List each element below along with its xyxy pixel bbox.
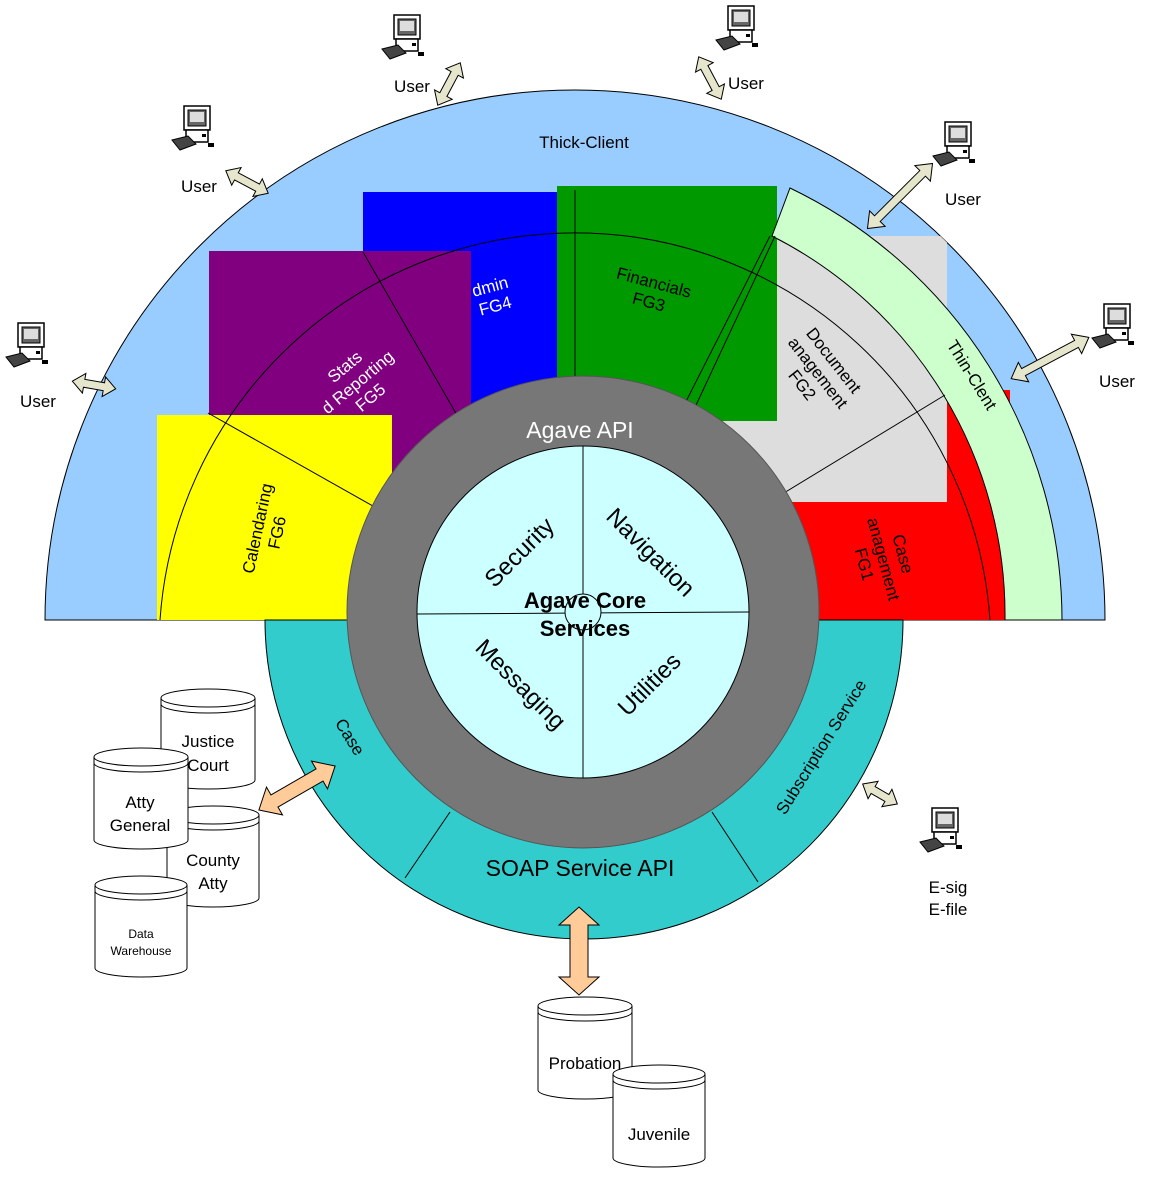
svg-text:Data: Data xyxy=(128,927,154,941)
svg-text:Court: Court xyxy=(187,756,229,775)
svg-text:County: County xyxy=(186,851,240,870)
thick-client-label: Thick-Client xyxy=(539,133,629,152)
efile-arrow xyxy=(862,780,898,808)
agave-api-label: Agave API xyxy=(526,417,633,443)
function-groups xyxy=(157,186,1010,620)
user-arrow-4 xyxy=(71,372,117,398)
user-arrows xyxy=(71,56,1090,808)
db-county-atty: County Atty xyxy=(166,805,260,908)
user-4[interactable]: User xyxy=(5,322,56,411)
svg-text:Justice: Justice xyxy=(182,732,235,751)
user-arrow-2 xyxy=(694,56,726,100)
bottom-db-arrow xyxy=(557,906,601,996)
svg-text:User: User xyxy=(728,74,764,93)
thin-client-band xyxy=(771,187,1063,621)
user-arrow-3 xyxy=(225,166,269,198)
user-6[interactable]: User xyxy=(1091,303,1135,391)
db-data-warehouse: Data Warehouse xyxy=(94,875,188,978)
svg-text:User: User xyxy=(945,190,981,209)
computer-icon xyxy=(715,5,759,51)
svg-text:E-file: E-file xyxy=(929,900,968,919)
user-5[interactable]: User xyxy=(932,121,981,209)
svg-text:User: User xyxy=(181,177,217,196)
user-arrow-5 xyxy=(866,162,934,230)
computer-icon xyxy=(381,14,425,60)
svg-text:User: User xyxy=(1099,372,1135,391)
computer-icon xyxy=(919,807,963,853)
svg-text:E-sig: E-sig xyxy=(929,878,968,897)
svg-text:Atty: Atty xyxy=(198,874,228,893)
computer-icon xyxy=(5,322,49,368)
soap-service-api-label: SOAP Service API xyxy=(486,855,675,881)
computer-icon xyxy=(1091,303,1135,349)
user-arrow-1 xyxy=(433,62,465,106)
db-juvenile: Juvenile xyxy=(612,1064,706,1168)
user-1[interactable]: User xyxy=(381,14,430,96)
db-probation: Probation xyxy=(537,996,633,1100)
user-arrow-6 xyxy=(1010,333,1090,383)
svg-text:Juvenile: Juvenile xyxy=(628,1125,690,1144)
efile-user[interactable]: E-sig E-file xyxy=(919,807,968,919)
svg-text:Atty: Atty xyxy=(125,793,155,812)
svg-text:User: User xyxy=(20,392,56,411)
computer-icon xyxy=(171,105,215,151)
svg-text:Warehouse: Warehouse xyxy=(111,944,172,958)
user-2[interactable]: User xyxy=(715,5,764,93)
db-atty-general: Atty General xyxy=(93,747,189,850)
svg-text:General: General xyxy=(110,816,170,835)
left-db-arrow xyxy=(258,760,336,816)
computer-icon xyxy=(932,121,976,167)
svg-text:Probation: Probation xyxy=(549,1054,622,1073)
db-arrows xyxy=(258,760,601,996)
user-3[interactable]: User xyxy=(171,105,217,196)
core-title-line2: Services xyxy=(540,616,631,641)
svg-text:User: User xyxy=(394,77,430,96)
core-title-line1: Agave Core xyxy=(524,588,646,613)
